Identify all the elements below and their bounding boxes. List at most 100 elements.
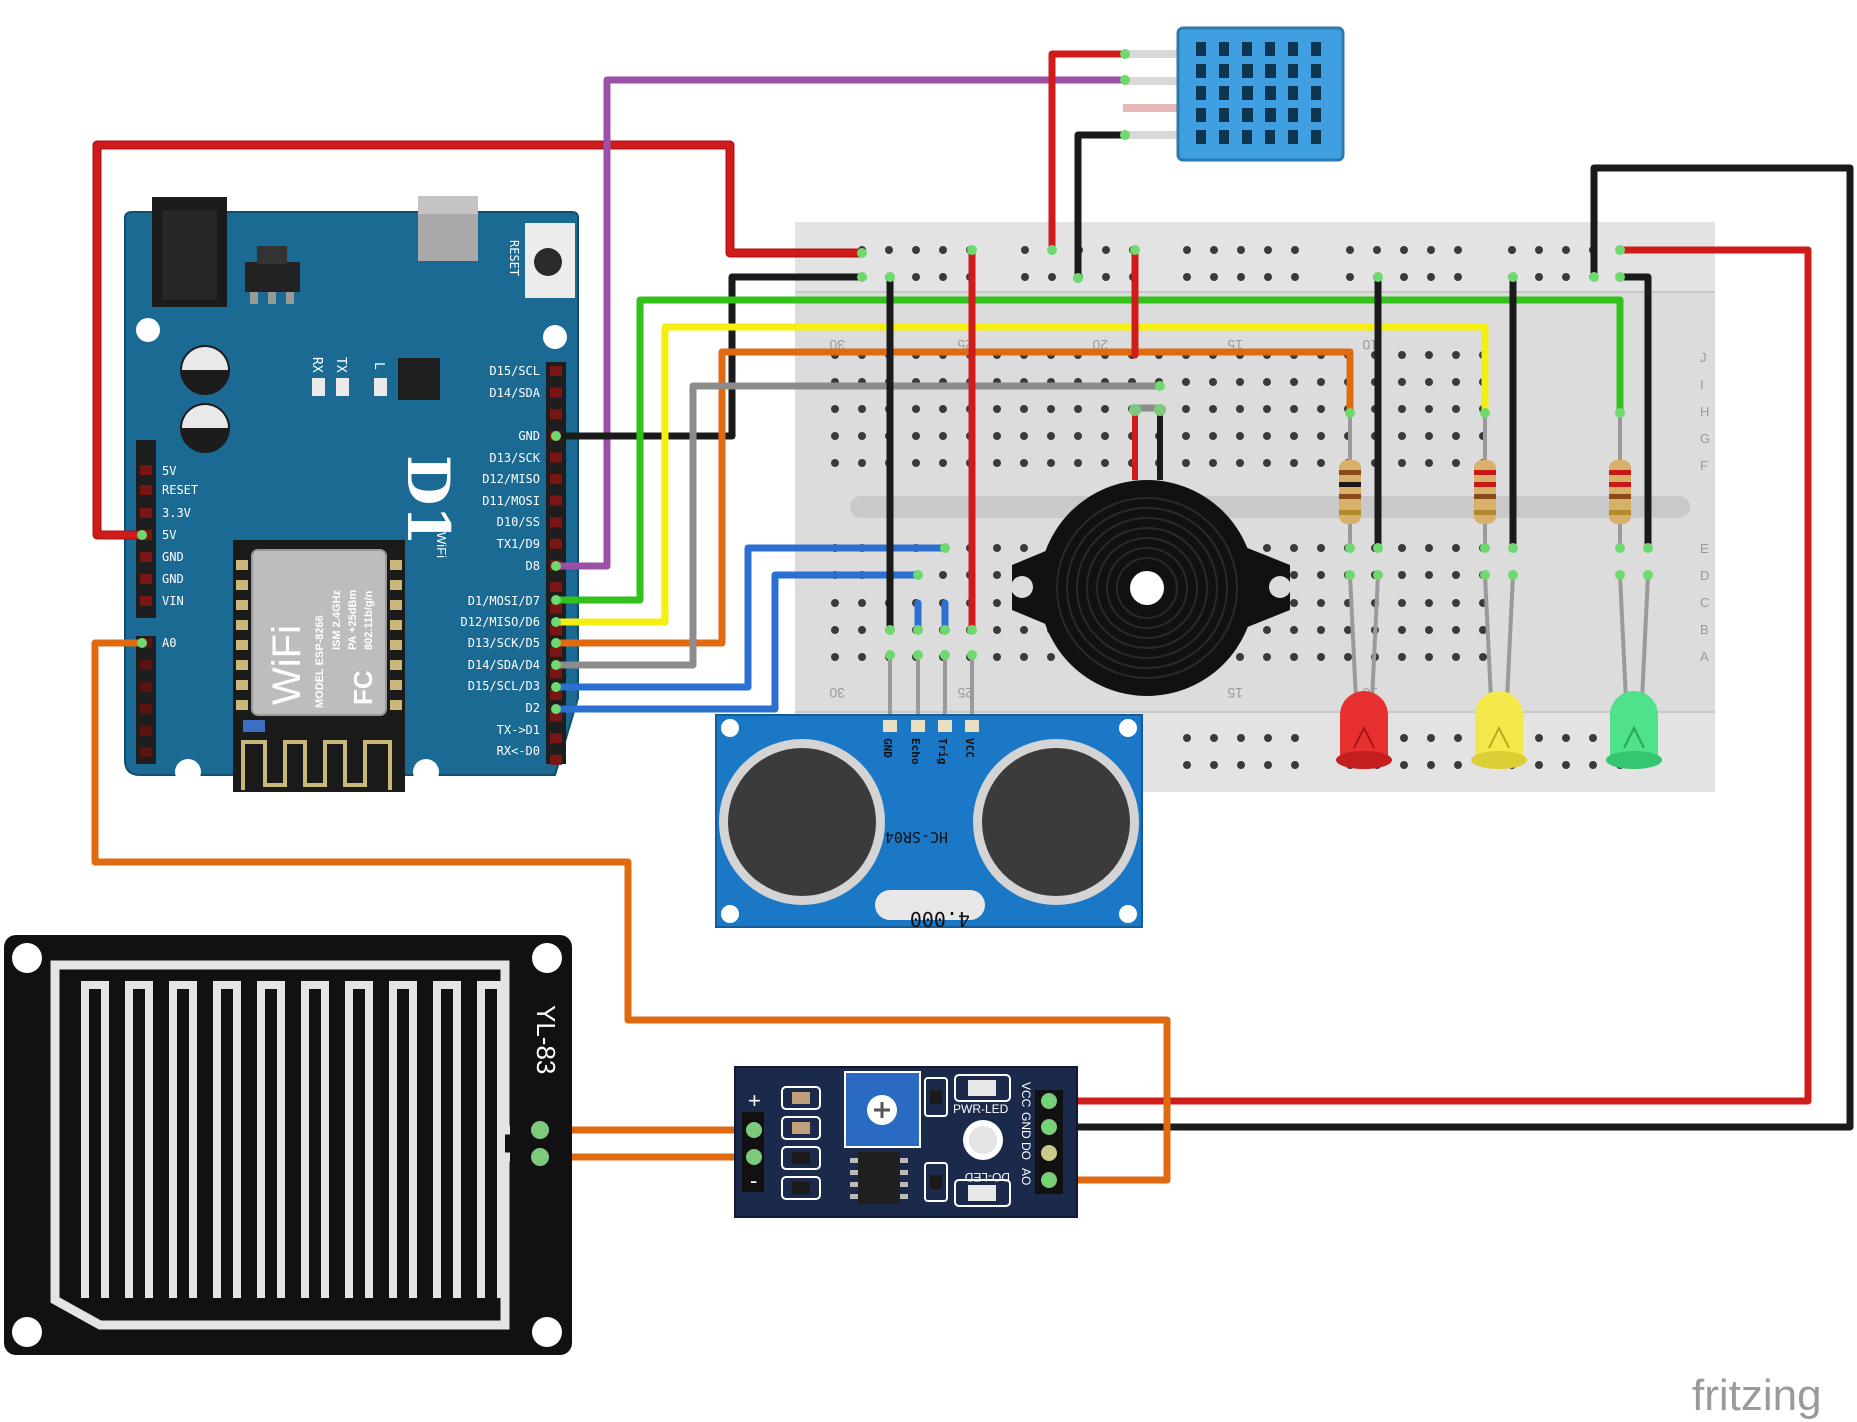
wire-endpoint [1373, 272, 1383, 282]
dht-vent [1196, 108, 1206, 122]
breadboard-hole [1398, 378, 1406, 386]
breadboard-hole [1101, 432, 1109, 440]
breadboard-hole [1291, 273, 1299, 281]
pin-label: 3.3V [162, 506, 191, 520]
wire-endpoints [137, 49, 1653, 1185]
breadboard-hole [1425, 599, 1433, 607]
wire-purple [552, 76, 1129, 570]
breadboard: J I H G F E D C B A 30 25 20 15 10 30 25… [795, 222, 1715, 792]
breadboard-hole [1452, 405, 1460, 413]
esp-pad [390, 620, 402, 630]
wire-endpoint [1120, 75, 1130, 85]
wire-endpoint [551, 595, 561, 605]
row-letter: B [1700, 622, 1709, 637]
hcsr04-crystal: 4.000 [910, 907, 970, 931]
column-number: 25 [957, 685, 973, 701]
wire-green [552, 296, 1624, 604]
breadboard-hole [1589, 761, 1597, 769]
breadboard-hole [1209, 405, 1217, 413]
breadboard-hole [1263, 405, 1271, 413]
column-number: 10 [1362, 337, 1378, 353]
pin-label: D14/SDA [489, 386, 540, 400]
hcsr04-pin-label: GND [881, 738, 894, 758]
breadboard-hole [1317, 544, 1325, 552]
breadboard-hole [1102, 246, 1110, 254]
breadboard-hole [1398, 351, 1406, 359]
wire-endpoint [913, 625, 923, 635]
breadboard-hole [1425, 653, 1433, 661]
breadboard-hole [1344, 626, 1352, 634]
breadboard-hole [858, 405, 866, 413]
rain-trace-finger [81, 981, 109, 1298]
breadboard-hole [1290, 459, 1298, 467]
breadboard-hole [858, 432, 866, 440]
breadboard-hole [993, 653, 1001, 661]
header-pin [550, 646, 562, 657]
breadboard-hole [1427, 761, 1435, 769]
breadboard-hole [1452, 626, 1460, 634]
breadboard-hole [939, 405, 947, 413]
header-pin [550, 387, 562, 398]
breadboard-hole [1182, 432, 1190, 440]
wire-red [1048, 50, 1129, 254]
header-pin [550, 474, 562, 484]
wifi-text: WiFi [265, 625, 309, 705]
pin-label: D13/SCK [489, 451, 540, 465]
row-letter: A [1700, 649, 1709, 664]
breadboard-hole [1454, 246, 1462, 254]
breadboard-hole [1237, 734, 1245, 742]
esp-pad [236, 700, 248, 710]
breadboard-hole [1398, 405, 1406, 413]
dht11-sensor [1123, 26, 1345, 162]
breadboard-hole [1317, 378, 1325, 386]
breadboard-hole [1425, 351, 1433, 359]
breadboard-hole [1264, 246, 1272, 254]
breadboard-hole [885, 246, 893, 254]
breadboard-hole [831, 653, 839, 661]
dht-vent [1265, 86, 1276, 100]
do-led [954, 1179, 1011, 1207]
esp-pad [390, 700, 402, 710]
breadboard-hole [912, 273, 920, 281]
pcb-antenna [241, 740, 392, 790]
wire-blue [552, 571, 922, 713]
header-pin [140, 574, 152, 584]
wire-orange [552, 348, 1354, 647]
column-number: 30 [829, 685, 845, 701]
breadboard-hole [993, 599, 1001, 607]
breadboard-hole [1452, 544, 1460, 552]
reset-label: RESET [507, 240, 521, 276]
wire-endpoint [551, 682, 561, 692]
breadboard-hole [1290, 405, 1298, 413]
esp-led [243, 720, 265, 732]
breadboard-hole [1182, 459, 1190, 467]
breadboard-hole [1398, 432, 1406, 440]
wire-endpoint [940, 650, 950, 660]
wire-endpoint [1073, 273, 1083, 283]
breadboard-hole [1535, 246, 1543, 254]
module-pin-label: GND [1019, 1112, 1033, 1139]
resistor [1339, 413, 1361, 548]
breadboard-hole [1427, 273, 1435, 281]
tx-label: TX [333, 357, 348, 373]
breadboard-hole [1264, 734, 1272, 742]
pin-label: D15/SCL/D3 [468, 679, 540, 693]
header-pin [140, 704, 152, 714]
header-pin [550, 452, 562, 463]
wire-endpoint [1120, 130, 1130, 140]
wire-endpoint [1643, 543, 1653, 553]
breadboard-hole [1290, 599, 1298, 607]
breadboard-hole [1398, 544, 1406, 552]
header-pin [550, 711, 562, 722]
breadboard-hole [1047, 459, 1055, 467]
header-pin [140, 726, 152, 736]
header-pin [140, 465, 152, 475]
breadboard-hole [1452, 459, 1460, 467]
pin-label: 5V [162, 528, 176, 542]
buzzer [1011, 404, 1291, 696]
breadboard-hole [1237, 761, 1245, 769]
wire-endpoint [551, 704, 561, 714]
pin-label: GND [162, 572, 184, 586]
breadboard-hole [1398, 626, 1406, 634]
breadboard-hole [1589, 734, 1597, 742]
